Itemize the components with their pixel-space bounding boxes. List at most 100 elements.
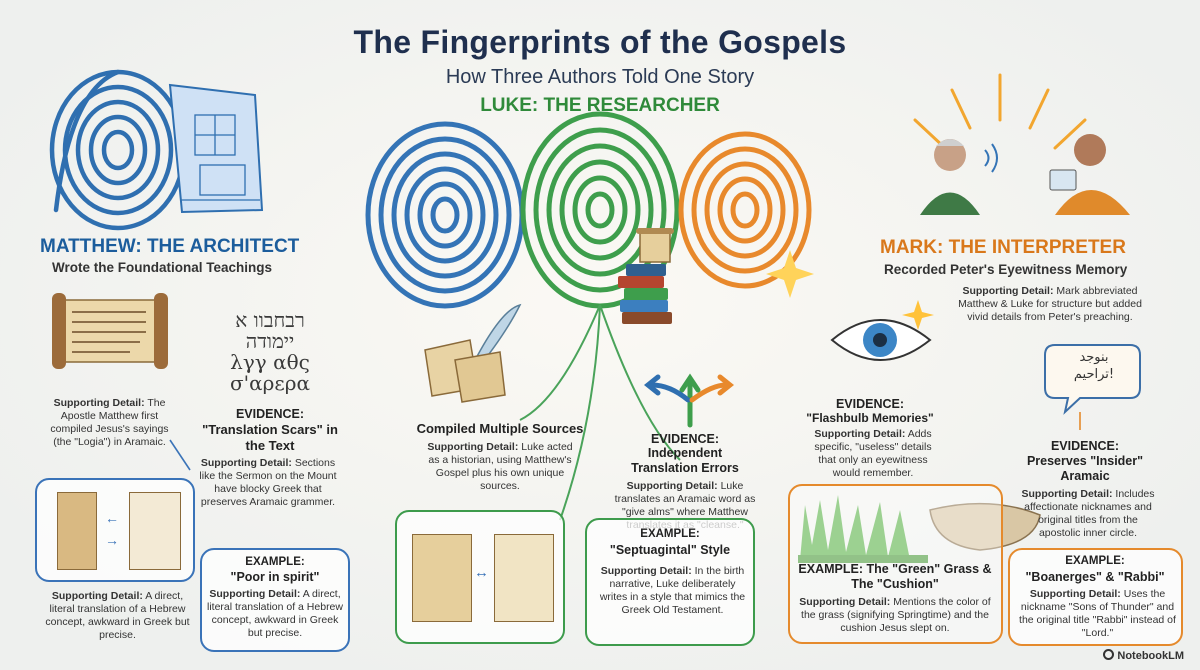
- mark-evidence1-title: "Flashbulb Memories": [806, 411, 934, 425]
- cushion-icon: [929, 502, 1041, 551]
- detail-text: Adds specific, "useless" details that on…: [814, 428, 932, 480]
- mark-example2-box: [1008, 548, 1183, 646]
- scroll-line: רבחבוו א: [235, 308, 305, 332]
- detail-text: Luke acted as a historian, using Matthew…: [428, 441, 573, 493]
- orange-fingerprint-icon: [678, 131, 812, 289]
- luke-scroll-left-icon: [412, 534, 472, 622]
- matthew-example-label: EXAMPLE:: [245, 556, 305, 568]
- example-title: The "Green" Grass & The "Cushion": [851, 562, 992, 591]
- detail-label: Supporting Detail:: [200, 457, 292, 469]
- footer-brand: NotebookLM: [1103, 649, 1184, 662]
- detail-text: In the birth narrative, Luke deliberatel…: [599, 565, 746, 617]
- matthew-box-detail: Supporting Detail: A direct, literal tra…: [40, 590, 195, 643]
- mark-evidence2-detail: Supporting Detail: Includes affectionate…: [1018, 488, 1158, 541]
- mark-evidence1-label: EVIDENCE:: [835, 397, 905, 411]
- detail-text: A direct, literal translation of a Hebre…: [207, 588, 343, 640]
- detail-text: A direct, literal translation of a Hebre…: [45, 590, 190, 642]
- detail-label: Supporting Detail:: [1021, 488, 1113, 500]
- example-label: EXAMPLE:: [798, 562, 863, 576]
- matthew-evidence-title: "Translation Scars" in the Text: [202, 422, 338, 453]
- detail-label: Supporting Detail:: [814, 428, 906, 440]
- matthew-example-title: "Poor in spirit": [230, 570, 320, 584]
- matthew-evidence-detail: Supporting Detail: Sections like the Ser…: [198, 457, 338, 510]
- mark-example1-label: EXAMPLE: The "Green" Grass & The "Cushio…: [795, 562, 995, 592]
- radiating-lines-icon: [913, 73, 1087, 150]
- scroll-top-icon: [636, 228, 674, 263]
- scroll-line: λγγ αθς: [230, 350, 310, 374]
- green-stem: [519, 304, 681, 521]
- detail-text: The Apostle Matthew first compiled Jesus…: [50, 397, 169, 449]
- detail-label: Supporting Detail:: [209, 588, 301, 600]
- detail-label: Supporting Detail:: [53, 397, 145, 409]
- matthew-example-box: [200, 548, 350, 652]
- grass-icon: [798, 495, 928, 563]
- mark-example2-detail: Supporting Detail: Uses the nickname "So…: [1015, 588, 1180, 641]
- detail-label: Supporting Detail:: [799, 596, 891, 608]
- mark-heading: MARK: THE INTERPRETER: [880, 237, 1126, 258]
- mark-example2-label: EXAMPLE:: [1065, 555, 1125, 567]
- matthew-detail: Supporting Detail: The Apostle Matthew f…: [42, 397, 177, 450]
- manuscript-icon: [424, 339, 506, 403]
- detail-label: Supporting Detail:: [626, 480, 718, 492]
- notebooklm-logo-icon: [1103, 649, 1115, 660]
- detail-label: Supporting Detail:: [962, 285, 1054, 297]
- mark-evidence2-label: EVIDENCE:: [1050, 439, 1120, 453]
- scroll-line: יימודה: [245, 329, 295, 353]
- footer-text: NotebookLM: [1117, 650, 1184, 662]
- matthew-heading: MATTHEW: THE ARCHITECT: [40, 236, 300, 257]
- matthew-scroll-icon: [52, 293, 168, 369]
- luke-heading: LUKE: THE RESEARCHER: [480, 95, 720, 116]
- arrow-left-icon: ←: [105, 510, 119, 526]
- mark-example1-detail: Supporting Detail: Mentions the color of…: [795, 596, 995, 635]
- bubble-line: بنوجد: [1079, 350, 1109, 365]
- arrow-right-icon: →: [105, 532, 119, 548]
- sound-waves-icon: [984, 143, 998, 173]
- detail-label: Supporting Detail:: [1029, 588, 1121, 600]
- bubble-text: بنوجد تراحيم!: [1050, 350, 1138, 384]
- detail-text: Mentions the color of the grass (signify…: [801, 596, 991, 635]
- luke-example-box: [585, 518, 755, 646]
- diverging-arrows-icon: [643, 373, 735, 428]
- matthew-subheading: Wrote the Foundational Teachings: [52, 260, 273, 275]
- matthew-translation-box: ← →: [35, 478, 195, 582]
- mark-subheading: Recorded Peter's Eyewitness Memory: [884, 262, 1128, 277]
- luke-example-title: "Septuagintal" Style: [609, 543, 731, 557]
- eye-icon: [830, 300, 934, 361]
- detail-text: Uses the nickname "Sons of Thunder" and …: [1019, 588, 1176, 640]
- page-title: The Fingerprints of the Gospels: [353, 24, 847, 60]
- luke-label: Compiled Multiple Sources: [416, 421, 584, 436]
- luke-evidence-label: EVIDENCE:: [650, 432, 720, 446]
- detail-text: Includes affectionate nicknames and orig…: [1024, 488, 1155, 540]
- swap-arrows-icon: ↔: [474, 564, 489, 581]
- mark-example1-box: [788, 484, 1003, 644]
- matthew-evidence-label: EVIDENCE:: [235, 407, 305, 421]
- aramaic-fragment-icon: [57, 492, 97, 570]
- speech-bubble-icon: [1044, 344, 1141, 415]
- blueprint-icon: [168, 83, 264, 214]
- luke-example-label: EXAMPLE:: [640, 528, 700, 540]
- connector-lines: [169, 439, 191, 471]
- luke-detail: Supporting Detail: Luke acted as a histo…: [425, 441, 575, 494]
- mark-evidence1-detail: Supporting Detail: Adds specific, "usele…: [808, 428, 938, 481]
- detail-text: Sections like the Sermon on the Mount ha…: [199, 457, 337, 509]
- matthew-scroll-script: רבחבוו א יימודה λγγ αθς σ'αρερα: [205, 310, 335, 394]
- mark-detail: Supporting Detail: Mark abbreviated Matt…: [955, 285, 1145, 324]
- books-icon: [618, 264, 672, 324]
- page-subtitle: How Three Authors Told One Story: [445, 66, 755, 88]
- detail-text: Mark abbreviated Matthew & Luke for stru…: [958, 285, 1142, 324]
- detail-label: Supporting Detail:: [427, 441, 519, 453]
- mark-figure-icon: [1049, 134, 1130, 215]
- sparkle-icon: [766, 250, 814, 298]
- peter-figure-icon: [920, 139, 980, 215]
- bubble-line: تراحيم!: [1073, 366, 1115, 382]
- luke-scroll-right-icon: [494, 534, 554, 622]
- detail-label: Supporting Detail:: [600, 565, 692, 577]
- luke-example-detail: Supporting Detail: In the birth narrativ…: [595, 565, 750, 618]
- luke-scroll-box: ↔: [395, 510, 565, 644]
- mark-evidence2-title: Preserves "Insider" Aramaic: [1026, 454, 1144, 483]
- detail-label: Supporting Detail:: [51, 590, 143, 602]
- mark-example2-title: "Boanerges" & "Rabbi": [1025, 570, 1165, 584]
- luke-evidence-title: Independent Translation Errors: [631, 446, 739, 475]
- scroll-line: σ'αρερα: [229, 371, 311, 395]
- matthew-example-detail: Supporting Detail: A direct, literal tra…: [205, 588, 345, 641]
